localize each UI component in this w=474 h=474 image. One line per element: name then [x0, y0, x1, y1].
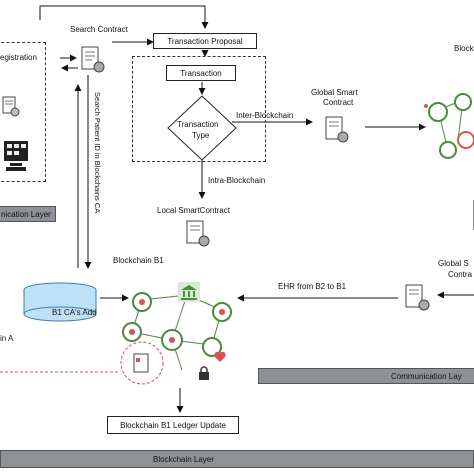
global-smart-contract-label-2: Contract	[323, 98, 354, 107]
communication-layer-left-label: nication Layer	[1, 209, 51, 219]
ehr-from-b2-to-b1-label: EHR from B2 to B1	[278, 282, 347, 291]
transaction-type-label-1: Transaction	[177, 120, 219, 129]
b1-cas-add-label: B1 CA's Add	[52, 308, 97, 317]
contract-gear-icon	[185, 220, 211, 248]
blockchain-b1-network	[122, 292, 232, 371]
ledger-update-label: Blockchain B1 Ledger Update	[120, 420, 226, 430]
inter-blockchain-label: Inter-Blockchain	[236, 111, 294, 120]
transaction-type-label-2: Type	[192, 131, 210, 140]
transaction-proposal-label: Transaction Proposal	[167, 36, 243, 46]
bank-icon	[178, 282, 200, 302]
blockchain-b1-label: Blockchain B1	[113, 256, 164, 265]
communication-layer-left: nication Layer	[0, 206, 56, 222]
transaction-group	[132, 56, 266, 162]
local-smart-contract-label: Local SmartContract	[157, 206, 230, 215]
lock-icon	[198, 366, 210, 380]
registration-group	[0, 42, 46, 182]
contract-gear-icon	[2, 96, 20, 118]
global-sc-right-label-1: Global S	[438, 259, 469, 268]
search-contract-label: Search Contract	[70, 25, 128, 34]
transaction-box: Transaction	[166, 65, 236, 81]
contract-gear-icon	[80, 46, 106, 74]
computer-icon	[2, 140, 32, 174]
ledger-update-box: Blockchain B1 Ledger Update	[107, 416, 239, 434]
blockchain-c-label: Blockc	[454, 44, 474, 53]
communication-layer-right: Communication Lay	[258, 368, 474, 384]
registration-label: egistration	[0, 53, 37, 62]
heart-icon	[214, 350, 226, 362]
transaction-type-diamond	[167, 95, 237, 161]
transaction-label: Transaction	[180, 68, 222, 78]
database-icon	[23, 282, 97, 322]
search-patient-id-label: Search Patient ID in Blockchains CA	[93, 92, 102, 214]
blockchain-layer-label: Blockchain Layer	[153, 454, 214, 464]
contract-gear-icon	[324, 116, 350, 144]
global-smart-contract-label-1: Global Smart	[311, 88, 358, 97]
blockchain-c-network	[424, 93, 474, 159]
contract-gear-icon	[404, 284, 432, 312]
transaction-proposal-box: Transaction Proposal	[153, 33, 257, 49]
blockchain-layer-bar: Blockchain Layer	[0, 450, 474, 468]
global-sc-right-label-2: Contra	[448, 270, 473, 279]
blockchain-a-label: in A	[0, 334, 14, 343]
hospital-node-icon	[120, 341, 164, 385]
intra-blockchain-label: Intra-Blockchain	[208, 176, 266, 185]
communication-layer-right-label: Communication Lay	[391, 371, 462, 381]
